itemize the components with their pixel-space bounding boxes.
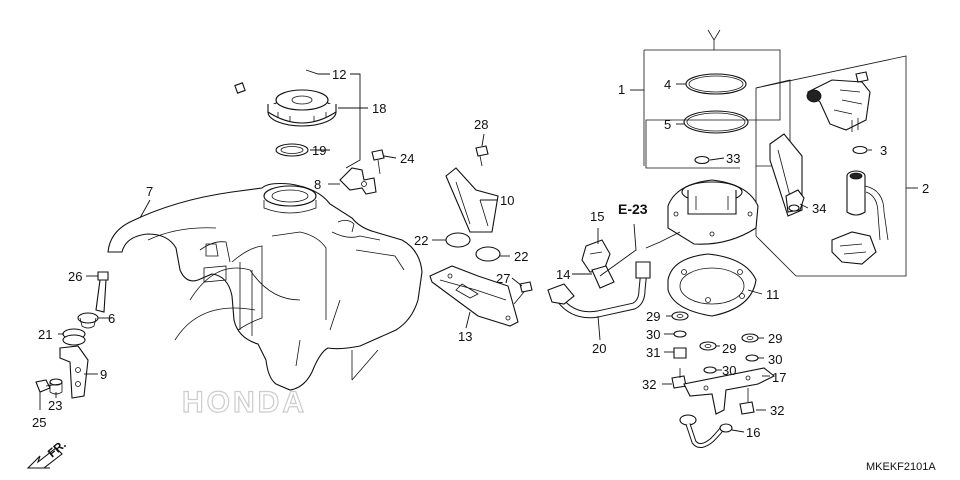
callout-29b: 29 — [722, 341, 736, 356]
callout-1: 1 — [618, 82, 625, 97]
fuel-hose-guide-10 — [445, 167, 499, 233]
cap-22a — [445, 232, 471, 248]
bolt-26 — [95, 271, 109, 313]
callout-13: 13 — [458, 329, 472, 344]
flange-gasket-11 — [667, 253, 757, 317]
callout-14: 14 — [556, 267, 570, 282]
breather-tube — [234, 60, 307, 94]
callout-34: 34 — [812, 201, 826, 216]
pump-motor-top — [806, 71, 871, 132]
callout-33: 33 — [726, 151, 740, 166]
callout-5: 5 — [664, 117, 671, 132]
fuel-feed-hose-20 — [547, 261, 651, 319]
gasket-5 — [683, 110, 749, 134]
callout-2: 2 — [922, 181, 929, 196]
tank-bracket — [339, 167, 377, 195]
nut-31 — [673, 347, 687, 359]
callout-30b: 30 — [722, 363, 736, 378]
callout-18: 18 — [372, 101, 386, 116]
reference-e23: E-23 — [618, 201, 648, 217]
callout-27: 27 — [496, 271, 510, 286]
washer-29b — [699, 341, 717, 351]
callout-30a: 30 — [646, 327, 660, 342]
callout-20: 20 — [592, 341, 606, 356]
mount-bracket-9 — [59, 345, 89, 399]
callout-31: 31 — [646, 345, 660, 360]
pump-flange — [645, 179, 759, 249]
callout-numbers: 1 2 3 4 5 6 7 8 9 10 11 12 13 14 15 16 1… — [32, 67, 929, 440]
bolt-28 — [475, 145, 489, 167]
washer-30a — [673, 330, 687, 338]
callout-15: 15 — [590, 209, 604, 224]
callout-12: 12 — [332, 67, 346, 82]
collar-6 — [77, 312, 99, 329]
bolt-24 — [371, 149, 385, 175]
callout-29c: 29 — [768, 331, 782, 346]
fuel-tank — [107, 182, 423, 391]
callout-23: 23 — [48, 398, 62, 413]
callout-8: 8 — [314, 177, 321, 192]
pump-bracket-17 — [683, 367, 776, 415]
callout-4: 4 — [664, 77, 671, 92]
bolt-27 — [513, 281, 533, 305]
fuel-cap — [267, 89, 337, 127]
honda-watermark: HONDA — [174, 267, 307, 420]
washer-29c — [741, 333, 759, 343]
callout-29a: 29 — [646, 309, 660, 324]
callout-7: 7 — [146, 184, 153, 199]
callout-32b: 32 — [770, 403, 784, 418]
front-direction-arrow: FR. — [26, 437, 69, 469]
washer-23 — [49, 378, 63, 395]
drawing-code: MKEKF2101A — [866, 461, 936, 473]
callout-11: 11 — [766, 287, 780, 302]
o-ring-4 — [685, 73, 747, 95]
washer-33 — [694, 155, 710, 165]
callout-24: 24 — [400, 151, 414, 166]
pump-group-box-1 — [643, 29, 781, 169]
callout-19: 19 — [312, 143, 326, 158]
clip-14 — [591, 265, 615, 289]
bolt-32b — [739, 388, 755, 415]
cap-seal — [275, 143, 309, 157]
pump-motor — [846, 170, 889, 241]
callout-30c: 30 — [768, 352, 782, 367]
callout-21: 21 — [38, 327, 52, 342]
leader-lines — [39, 69, 918, 433]
bolt-25 — [35, 379, 61, 393]
callout-25: 25 — [32, 415, 46, 430]
pump-strainer — [831, 231, 877, 265]
bolt-32a — [671, 368, 687, 389]
watermark-text: HONDA — [182, 386, 307, 419]
callout-17: 17 — [772, 370, 786, 385]
callout-28: 28 — [474, 117, 488, 132]
callout-26: 26 — [68, 269, 82, 284]
tank-cover-13 — [429, 265, 519, 327]
washer-3 — [852, 145, 868, 155]
washer-30b — [703, 366, 717, 374]
callout-32a: 32 — [642, 377, 656, 392]
washer-30c — [745, 354, 759, 362]
cap-22b — [475, 246, 501, 262]
grommet-21 — [62, 328, 86, 346]
callout-22a: 22 — [414, 233, 428, 248]
drain-tube-16 — [679, 414, 733, 448]
callout-16: 16 — [746, 425, 760, 440]
washer-29a — [671, 311, 689, 321]
callout-9: 9 — [100, 367, 107, 382]
callout-3: 3 — [880, 143, 887, 158]
callout-6: 6 — [108, 311, 115, 326]
regulator-34 — [785, 189, 805, 213]
callout-10: 10 — [500, 193, 514, 208]
callout-22b: 22 — [514, 249, 528, 264]
